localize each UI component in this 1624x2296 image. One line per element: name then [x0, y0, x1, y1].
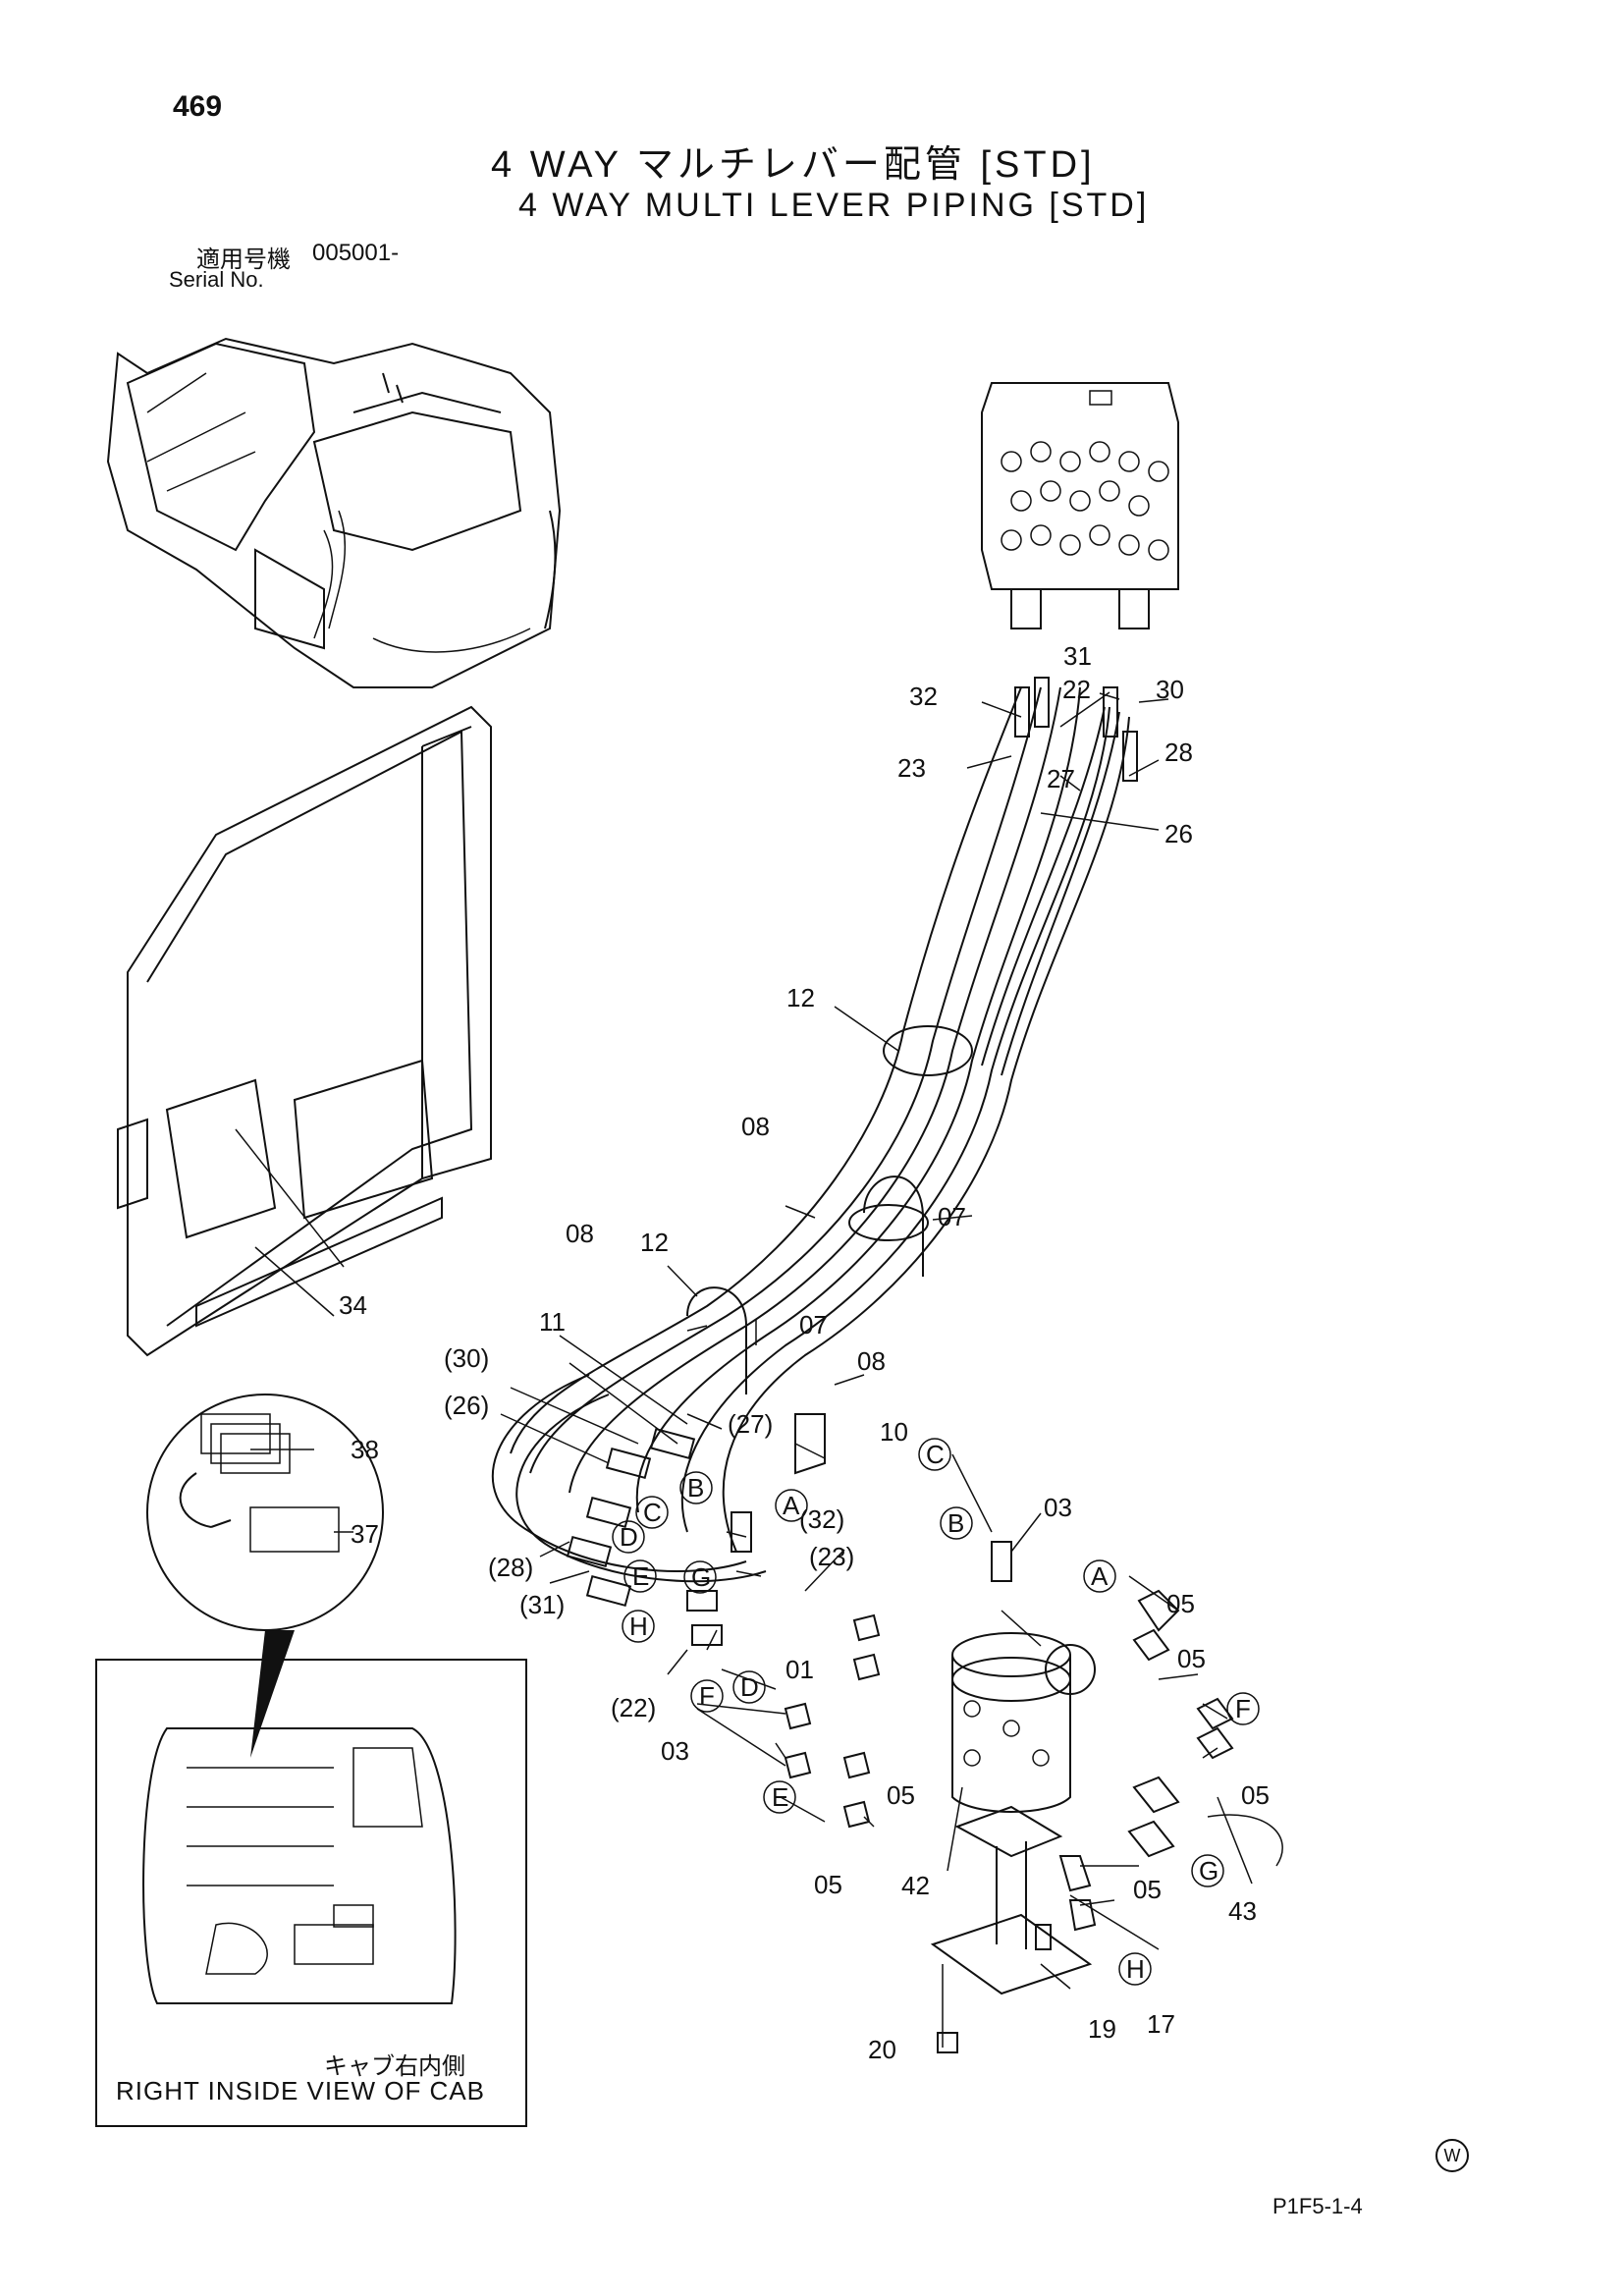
callout-label: 03 — [1044, 1493, 1072, 1522]
callout-label: (23) — [809, 1542, 854, 1571]
circle-letter: A — [1091, 1561, 1109, 1591]
control-valve-block — [981, 382, 1179, 629]
circle-letter: G — [1199, 1856, 1218, 1886]
callout-label: 32 — [909, 682, 938, 711]
callout-label: 23 — [897, 753, 926, 783]
page-title-english: 4 WAY MULTI LEVER PIPING [STD] — [518, 187, 1150, 224]
circle-letter: D — [620, 1522, 638, 1552]
circle-letter: B — [687, 1473, 704, 1503]
callout-label: 05 — [814, 1870, 842, 1899]
circle-letter: C — [643, 1498, 662, 1527]
circle-letter: C — [926, 1440, 945, 1469]
callout-label: 12 — [640, 1228, 669, 1257]
circle-letter: E — [772, 1782, 788, 1812]
circle-letter: E — [632, 1561, 649, 1591]
callout-label: 05 — [887, 1780, 915, 1810]
callout-label: (28) — [488, 1553, 533, 1582]
cab-panel-illustration — [117, 705, 492, 1357]
callout-label: 03 — [661, 1736, 689, 1766]
hose-bundle — [491, 686, 1130, 1583]
callout-label: 17 — [1147, 2009, 1175, 2039]
callout-label: 34 — [339, 1290, 367, 1320]
callout-label: (26) — [444, 1391, 489, 1420]
right-inside-view-box — [95, 1659, 527, 2127]
callout-label: 28 — [1164, 738, 1193, 767]
callout-label: (30) — [444, 1343, 489, 1373]
callout-label: 07 — [799, 1310, 828, 1339]
serial-label-japanese: 適用号機 — [196, 246, 291, 273]
callout-label: (27) — [728, 1409, 773, 1439]
callout-label: 19 — [1088, 2014, 1116, 2044]
leader-lines — [235, 691, 1253, 2048]
page-number: 469 — [173, 90, 223, 123]
page-title-japanese: 4 WAY マルチレバー配管 [STD] — [491, 144, 1096, 186]
callout-label: 05 — [1166, 1589, 1195, 1618]
callout-label: 01 — [785, 1655, 814, 1684]
inset-caption-japanese: キャブ右内側 — [324, 2053, 465, 2080]
circle-letter: B — [947, 1508, 964, 1538]
label-detail-circle — [146, 1394, 384, 1758]
callout-label: 30 — [1156, 675, 1184, 704]
callout-label: 27 — [1047, 764, 1075, 793]
callout-label: 08 — [741, 1112, 770, 1141]
callout-label: 38 — [351, 1435, 379, 1464]
callout-label: 08 — [857, 1346, 886, 1376]
callout-label: 11 — [539, 1307, 566, 1337]
callout-label: 12 — [786, 983, 815, 1012]
callout-label: 20 — [868, 2035, 896, 2064]
callout-label: 05 — [1177, 1644, 1206, 1673]
circled-connection-letters: A B C D E F G H A B C D E F G H — [612, 1438, 1260, 1986]
callout-label: 08 — [566, 1219, 594, 1248]
circle-letter: F — [699, 1681, 715, 1711]
callout-label: 42 — [901, 1871, 930, 1900]
hose-fittings — [566, 677, 1138, 1646]
callout-label: 43 — [1228, 1896, 1257, 1926]
callout-labels: 30 31 32 22 23 27 28 26 12 08 07 08 12 1… — [339, 641, 1270, 2064]
circle-letter: D — [740, 1672, 759, 1702]
circle-letter: F — [1235, 1694, 1251, 1723]
callout-label: 22 — [1062, 675, 1091, 704]
callout-label: (31) — [519, 1590, 565, 1619]
inset-caption-english: RIGHT INSIDE VIEW OF CAB — [116, 2076, 486, 2105]
callout-label: 07 — [938, 1202, 966, 1231]
callout-label: 37 — [351, 1519, 379, 1549]
elbow-fittings — [784, 1541, 1283, 2053]
circle-letter: H — [1126, 1954, 1145, 1984]
circle-letter: A — [783, 1491, 800, 1520]
callout-label: 26 — [1164, 819, 1193, 848]
callout-label: 10 — [880, 1417, 908, 1447]
swivel-block — [930, 1632, 1096, 1995]
callout-label: 05 — [1133, 1875, 1162, 1904]
callout-label: (22) — [611, 1693, 656, 1722]
w-mark-icon: W — [1435, 2139, 1469, 2172]
circle-letter: H — [629, 1612, 648, 1641]
serial-label-english: Serial No. — [169, 267, 264, 292]
circle-letter: G — [691, 1562, 711, 1592]
serial-number-value: 005001- — [312, 240, 400, 266]
callout-label: 31 — [1063, 641, 1092, 671]
page-code: P1F5-1-4 — [1272, 2194, 1363, 2218]
excavator-illustration — [106, 337, 562, 688]
hose-clamps — [686, 1025, 973, 1475]
callout-label: 05 — [1241, 1780, 1270, 1810]
